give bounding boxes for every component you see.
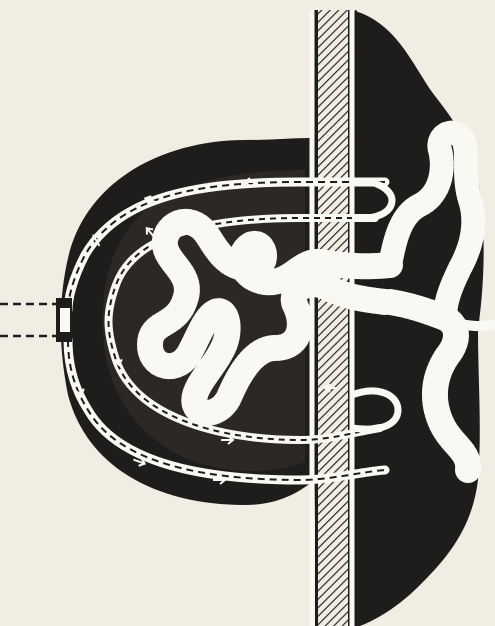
exit-neck-gap (60, 308, 70, 332)
hatched-wall (318, 10, 348, 626)
